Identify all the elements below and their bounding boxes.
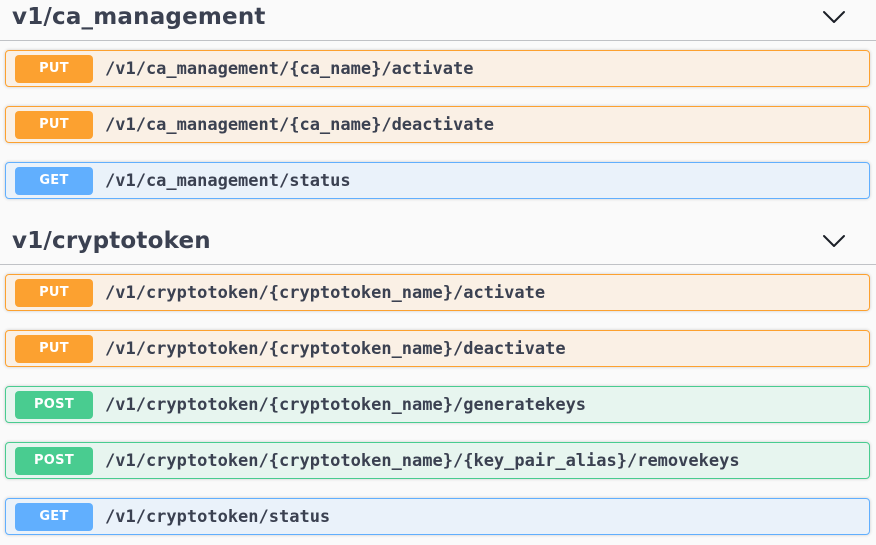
chevron-down-icon xyxy=(823,11,845,23)
operation-row[interactable]: PUT/v1/cryptotoken/{cryptotoken_name}/ac… xyxy=(5,274,870,311)
operation-row[interactable]: GET/v1/cryptotoken/status xyxy=(5,498,870,535)
tag-title: v1/ca_management xyxy=(12,4,266,30)
operation-path: /v1/ca_management/{ca_name}/activate xyxy=(105,58,474,79)
section-collapse-button[interactable] xyxy=(822,9,846,25)
tag-title: v1/cryptotoken xyxy=(12,228,211,254)
method-badge: PUT xyxy=(15,54,93,83)
method-badge: PUT xyxy=(15,110,93,139)
tag-section-header[interactable]: v1/ca_management xyxy=(0,0,876,41)
operation-row[interactable]: PUT/v1/ca_management/{ca_name}/deactivat… xyxy=(5,106,870,143)
operations-list: PUT/v1/cryptotoken/{cryptotoken_name}/ac… xyxy=(0,265,876,535)
operation-path: /v1/cryptotoken/{cryptotoken_name}/gener… xyxy=(105,394,587,415)
operation-row[interactable]: POST/v1/cryptotoken/{cryptotoken_name}/{… xyxy=(5,442,870,479)
operation-row[interactable]: POST/v1/cryptotoken/{cryptotoken_name}/g… xyxy=(5,386,870,423)
method-badge: PUT xyxy=(15,334,93,363)
operation-path: /v1/cryptotoken/status xyxy=(105,506,331,527)
method-badge: GET xyxy=(15,502,93,531)
operation-row[interactable]: GET/v1/ca_management/status xyxy=(5,162,870,199)
method-badge: PUT xyxy=(15,278,93,307)
chevron-down-icon xyxy=(823,235,845,247)
method-badge: POST xyxy=(15,390,93,419)
section-collapse-button[interactable] xyxy=(822,233,846,249)
tag-section-header[interactable]: v1/cryptotoken xyxy=(0,218,876,265)
operation-path: /v1/cryptotoken/{cryptotoken_name}/activ… xyxy=(105,282,546,303)
operation-row[interactable]: PUT/v1/cryptotoken/{cryptotoken_name}/de… xyxy=(5,330,870,367)
operation-path: /v1/cryptotoken/{cryptotoken_name}/deact… xyxy=(105,338,566,359)
operation-path: /v1/ca_management/{ca_name}/deactivate xyxy=(105,114,494,135)
method-badge: POST xyxy=(15,446,93,475)
method-badge: GET xyxy=(15,166,93,195)
operation-path: /v1/cryptotoken/{cryptotoken_name}/{key_… xyxy=(105,450,740,471)
operation-row[interactable]: PUT/v1/ca_management/{ca_name}/activate xyxy=(5,50,870,87)
operation-path: /v1/ca_management/status xyxy=(105,170,351,191)
